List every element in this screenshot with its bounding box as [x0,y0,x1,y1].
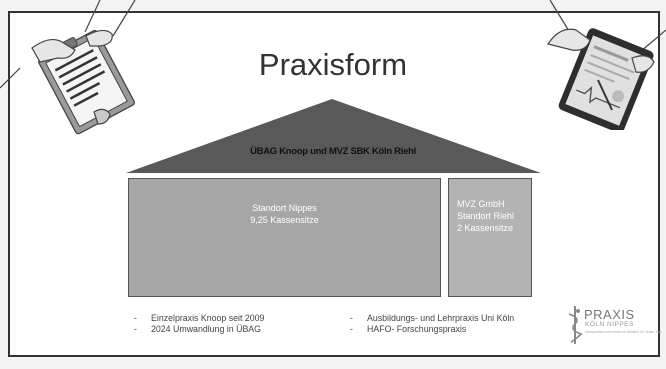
tablet-hand-icon [547,0,666,130]
caduceus-icon [568,306,583,344]
list-item: Einzelpraxis Knoop seit 2009 [134,313,264,324]
mvz-name: MVZ GmbH [457,199,505,209]
list-item: HAFO- Forschungspraxis [350,324,514,335]
roof-label: ÜBAG Knoop und MVZ SBK Köln Riehl [250,146,416,157]
page-title: Praxisform [258,47,408,82]
main-location-name: Standort Nippes [252,203,317,213]
main-location-box: Standort Nippes 9,25 Kassensitze [128,178,441,297]
main-location-seats: 9,25 Kassensitze [250,215,319,225]
logo-tagline: Hausarztlich-internistische Medizin für … [585,330,661,334]
clipboard-hand-icon [0,0,136,135]
bullet-list-left: Einzelpraxis Knoop seit 2009 2024 Umwand… [134,313,264,335]
mvz-location: Standort Riehl [457,211,515,221]
list-item: Ausbildungs- und Lehrpraxis Uni Köln [350,313,514,324]
list-item: 2024 Umwandlung in ÜBAG [134,324,264,335]
mvz-seats: 2 Kassensitze [457,223,514,233]
bullet-list-right: Ausbildungs- und Lehrpraxis Uni Köln HAF… [350,313,514,335]
logo-subtitle: KÖLN NIPPES [585,321,634,328]
mvz-box: MVZ GmbH Standort Riehl 2 Kassensitze [448,178,532,297]
logo-name: PRAXIS [584,307,635,322]
